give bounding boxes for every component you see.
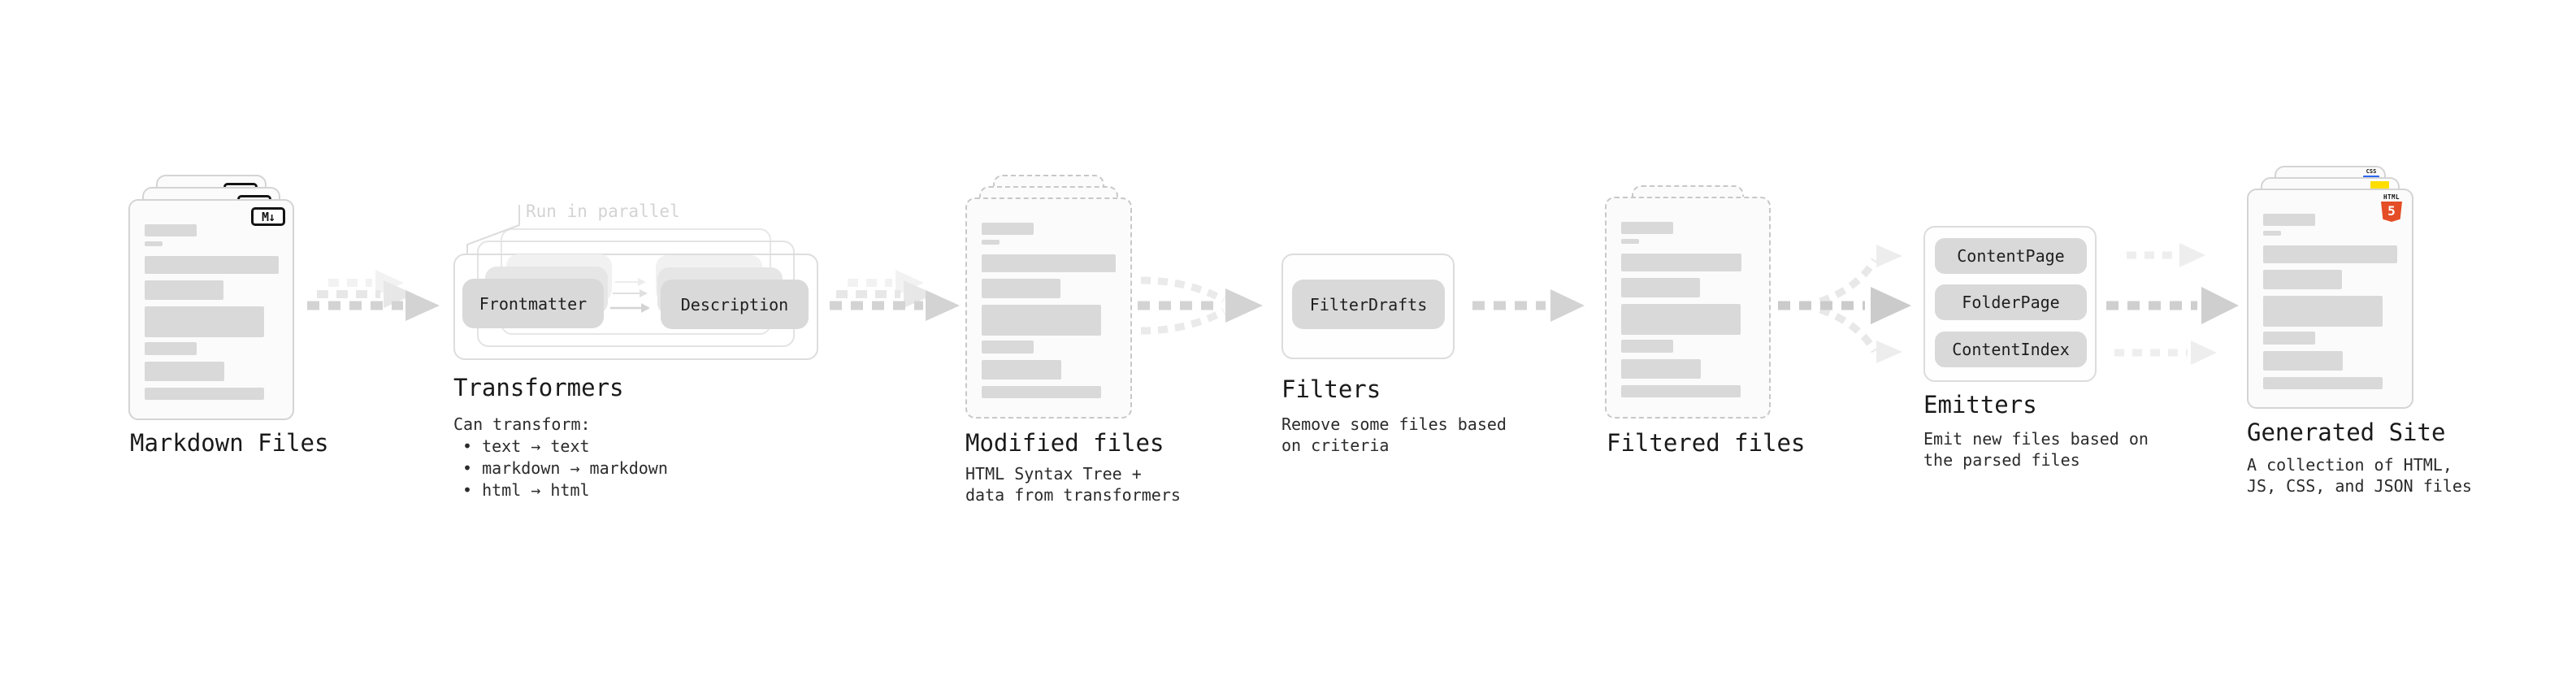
modified-files-title: Modified files (965, 429, 1164, 457)
text-line-placeholder (982, 223, 1034, 235)
markdown-file-card-front: M↓ (128, 199, 294, 420)
modified-files-subtitle: HTML Syntax Tree + data from transformer… (965, 464, 1181, 505)
generated-file-card-html: HTML 5 (2247, 189, 2413, 409)
text-line-placeholder (1621, 254, 1741, 271)
emitters-subtitle: Emit new files based on the parsed files (1923, 429, 2149, 470)
text-line-placeholder (982, 305, 1101, 336)
text-line-placeholder (2263, 214, 2315, 226)
text-line-placeholder (2263, 296, 2383, 327)
text-line-placeholder (145, 388, 264, 400)
text-line-placeholder (982, 279, 1060, 298)
text-line-placeholder (1621, 340, 1673, 353)
transform-bullet: • html → html (462, 480, 590, 500)
transformers-title: Transformers (453, 374, 624, 401)
text-line-placeholder (2263, 332, 2315, 345)
frontmatter-box: Frontmatter (462, 279, 604, 328)
text-line-placeholder (2263, 245, 2397, 263)
arrow-filters-to-filtered (1472, 289, 1585, 322)
js-logo-icon (2370, 181, 2389, 189)
text-line-placeholder (1621, 222, 1673, 234)
markdown-files-title: Markdown Files (130, 429, 329, 457)
text-line-placeholder (982, 340, 1034, 354)
markdown-logo-icon: M↓ (251, 207, 285, 226)
filtered-file-card-front (1605, 197, 1771, 419)
transformers-description: Can transform: • text → text • markdown … (453, 414, 668, 501)
filters-title: Filters (1281, 375, 1381, 403)
folderpage-box: FolderPage (1935, 284, 2087, 320)
text-line-placeholder (982, 360, 1061, 380)
arrow-filtered-to-emitters (1778, 245, 1911, 363)
text-line-placeholder (145, 342, 197, 355)
text-line-placeholder (1621, 385, 1741, 397)
text-line-placeholder (982, 386, 1101, 398)
html5-logo-shield: 5 (2381, 202, 2402, 222)
text-line-placeholder (2263, 231, 2281, 236)
transform-bullet: • markdown → markdown (462, 458, 668, 478)
text-line-placeholder (1621, 359, 1701, 379)
modified-file-card-front (965, 197, 1132, 419)
filterdrafts-box: FilterDrafts (1292, 280, 1445, 329)
text-line-placeholder (2263, 351, 2343, 371)
arrow-modified-to-filters (1138, 276, 1263, 335)
transformer-container-front (453, 254, 818, 360)
emitters-title: Emitters (1923, 391, 2037, 419)
text-line-placeholder (145, 241, 163, 246)
text-line-placeholder (1621, 304, 1741, 335)
arrow-transformers-to-modified (830, 270, 960, 321)
run-in-parallel-annotation: Run in parallel (526, 202, 680, 221)
text-line-placeholder (982, 254, 1116, 272)
arrow-emitters-to-generated (2106, 243, 2239, 365)
text-line-placeholder (145, 256, 279, 274)
arrow-markdown-to-transformers (307, 270, 440, 321)
text-line-placeholder (145, 224, 197, 236)
transform-bullet: • text → text (462, 436, 590, 456)
text-line-placeholder (145, 362, 224, 381)
text-line-placeholder (2263, 377, 2383, 389)
html5-logo-label: HTML (2383, 193, 2400, 201)
text-line-placeholder (982, 240, 1000, 245)
text-line-placeholder (2263, 270, 2342, 289)
can-transform-heading: Can transform: (453, 414, 591, 434)
contentindex-box: ContentIndex (1935, 332, 2087, 367)
text-line-placeholder (1621, 239, 1639, 244)
contentpage-box: ContentPage (1935, 238, 2087, 274)
html5-logo-icon: HTML 5 (2379, 193, 2404, 222)
generated-site-title: Generated Site (2247, 419, 2446, 446)
css-logo-label: CSS (2366, 168, 2377, 175)
text-line-placeholder (145, 306, 264, 337)
text-line-placeholder (145, 280, 223, 300)
filters-subtitle: Remove some files based on criteria (1281, 414, 1507, 455)
filtered-files-title: Filtered files (1607, 429, 1806, 457)
generated-site-subtitle: A collection of HTML, JS, CSS, and JSON … (2247, 455, 2472, 496)
text-line-placeholder (1621, 278, 1700, 297)
description-box: Description (661, 280, 809, 329)
